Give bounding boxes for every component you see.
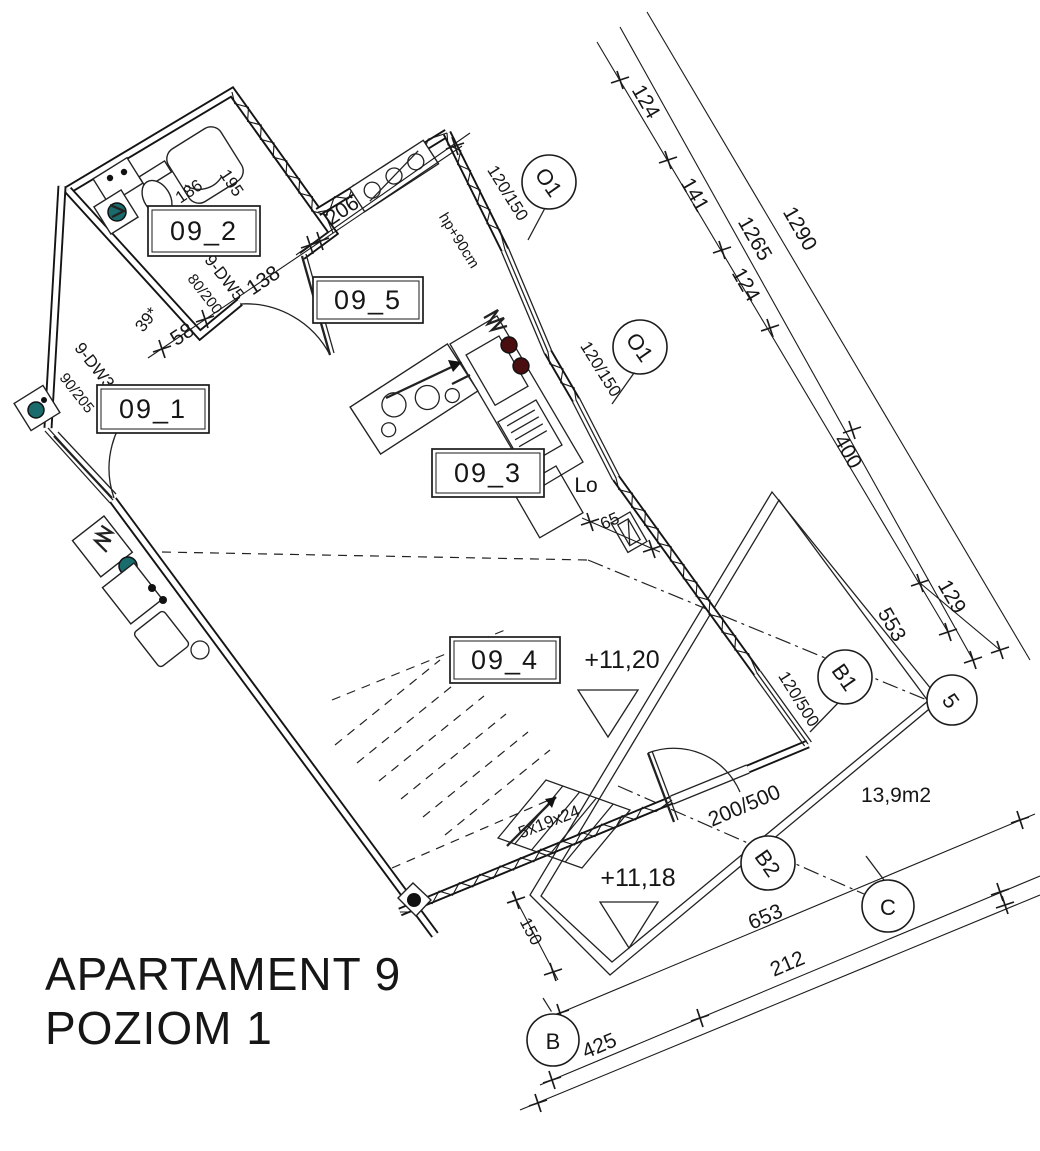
title-line-1: APARTAMENT 9: [45, 948, 401, 1000]
room-label-09-4: 09_4: [471, 645, 539, 675]
marker-connectors: [527, 207, 885, 881]
marker-b: [526, 1013, 580, 1067]
terrace-outline: [529, 490, 941, 976]
windows: [44, 247, 812, 805]
room-label-09-1: 09_1: [119, 394, 187, 424]
room-label-09-3: 09_3: [454, 458, 522, 488]
room-labels: 09_2 09_5 09_1 09_3 09_4: [96, 205, 561, 684]
balcony-threshold: [670, 764, 750, 805]
shower: [166, 126, 244, 204]
dimension-ticks: [152, 70, 1030, 1113]
stove: [349, 342, 479, 456]
column: [397, 882, 432, 918]
void-hatch: [331, 627, 557, 869]
marker-b-label: B: [546, 1029, 561, 1054]
elevation-upper: +11,20: [584, 646, 659, 674]
marker-o1-lower: [612, 319, 668, 375]
kitchen-left-counter: [71, 515, 210, 668]
room-label-09-2: 09_2: [170, 216, 238, 246]
window-o1-upper: [501, 247, 552, 355]
window-o1-lower: [572, 397, 620, 481]
wall-vent: [610, 511, 648, 554]
marker-c: [861, 879, 915, 933]
elevation-lower: +11,18: [600, 864, 675, 892]
door-balcony-b2: [646, 747, 741, 823]
room-label-09-5: 09_5: [334, 285, 402, 315]
marker-c-label: C: [880, 895, 896, 920]
bathroom-fixtures: [92, 126, 244, 236]
marker-o1-upper: [521, 154, 577, 210]
marker-b2: [740, 835, 796, 891]
marker-b1: [817, 649, 873, 705]
stove-arrow: [385, 360, 471, 400]
drawing-title: APARTAMENT 9 POZIOM 1: [45, 948, 401, 1054]
grid-markers: O1 O1 B1 5 B2 C B: [521, 154, 978, 1067]
terrace-area: 13,9m2: [861, 784, 931, 807]
closet-label: Lo: [574, 474, 597, 497]
bath-sink: [92, 156, 144, 206]
burner-1: [500, 336, 518, 354]
opening-b1: [753, 670, 812, 747]
burner-2: [512, 357, 530, 375]
elevation-marks: +11,20 +11,18 13,9m2: [576, 646, 931, 950]
corner-drain-fixture: [13, 384, 61, 432]
title-line-2: POZIOM 1: [45, 1002, 273, 1054]
stairs: [496, 779, 632, 869]
marker-5: [926, 674, 978, 726]
